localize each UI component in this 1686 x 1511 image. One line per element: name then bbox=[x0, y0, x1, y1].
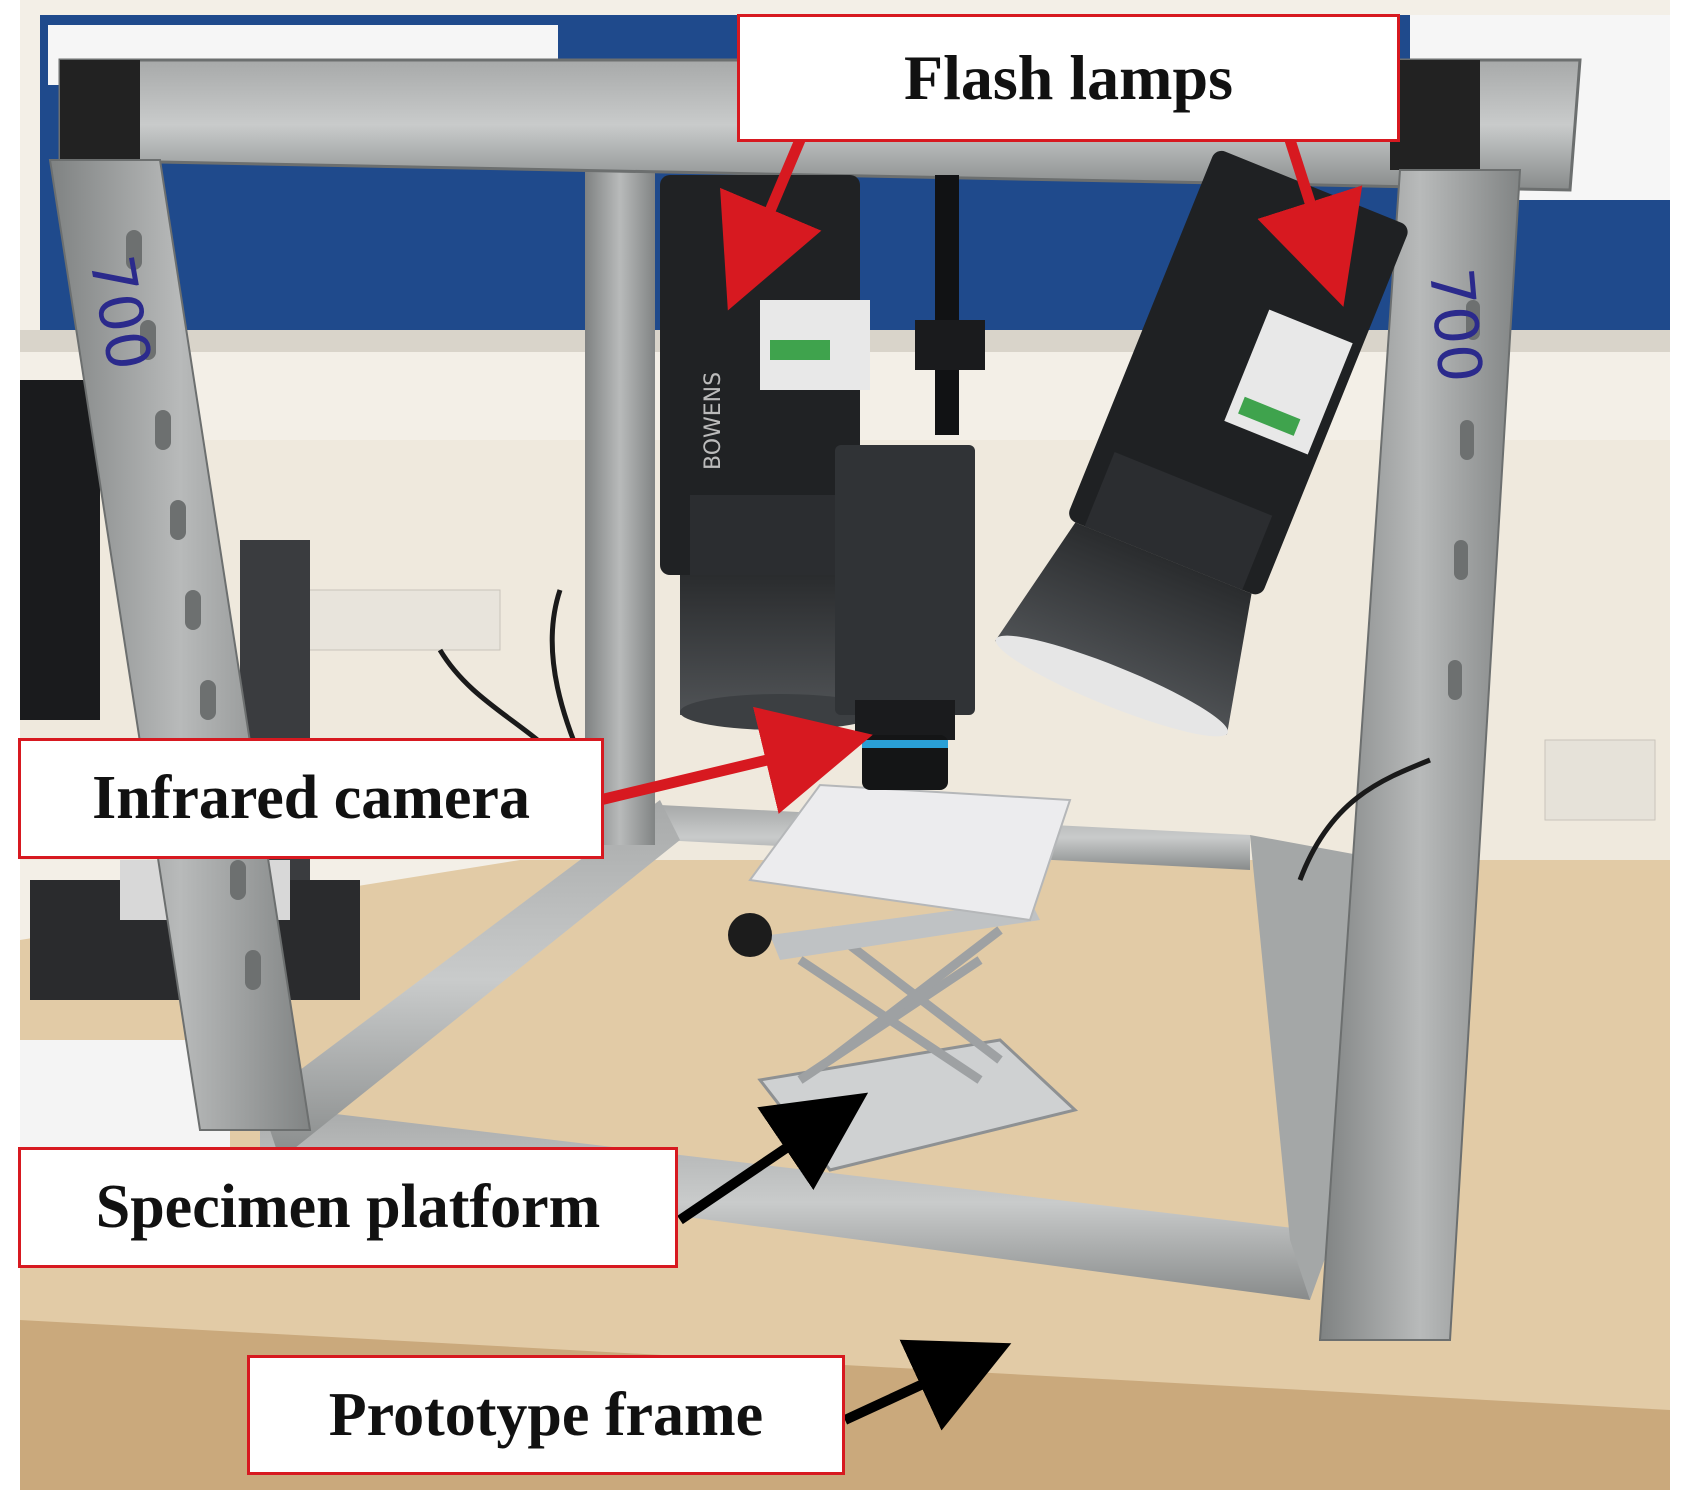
monitor bbox=[20, 380, 100, 720]
flash-lamps-arrow-left bbox=[720, 137, 822, 311]
lab-jack-scissor bbox=[797, 926, 1003, 1084]
flash-lamps-label: Flash lamps bbox=[737, 14, 1400, 142]
flash-lamps-arrow-right bbox=[1257, 138, 1363, 307]
lamp-brand-text: BOWENS bbox=[701, 372, 726, 470]
camera-mount-pole bbox=[935, 175, 959, 435]
lab-jack-knob bbox=[728, 913, 772, 957]
infrared-camera-arrow bbox=[598, 706, 873, 814]
frame-front-right-post bbox=[1318, 169, 1522, 1341]
prototype-frame-label: Prototype frame bbox=[247, 1355, 845, 1475]
specimen-platform-arrow bbox=[677, 1092, 869, 1225]
wall-socket-right bbox=[1544, 739, 1656, 821]
frame-top-right-corner bbox=[1390, 60, 1480, 170]
infrared-camera-body bbox=[835, 445, 975, 790]
infrared-camera-label: Infrared camera bbox=[18, 738, 604, 859]
lab-jack-top bbox=[770, 900, 1040, 960]
specimen-platform-label: Specimen platform bbox=[18, 1147, 678, 1268]
frame-rear-left-post bbox=[585, 165, 655, 845]
right-post-marking: 700 bbox=[1415, 265, 1495, 385]
camera-mount-clamp bbox=[915, 320, 985, 370]
specimen-plate bbox=[748, 783, 1072, 922]
frame-left-bottom-rail bbox=[260, 800, 680, 1160]
frame-top-left-corner bbox=[60, 60, 140, 160]
prototype-frame-arrow bbox=[842, 1339, 1012, 1431]
